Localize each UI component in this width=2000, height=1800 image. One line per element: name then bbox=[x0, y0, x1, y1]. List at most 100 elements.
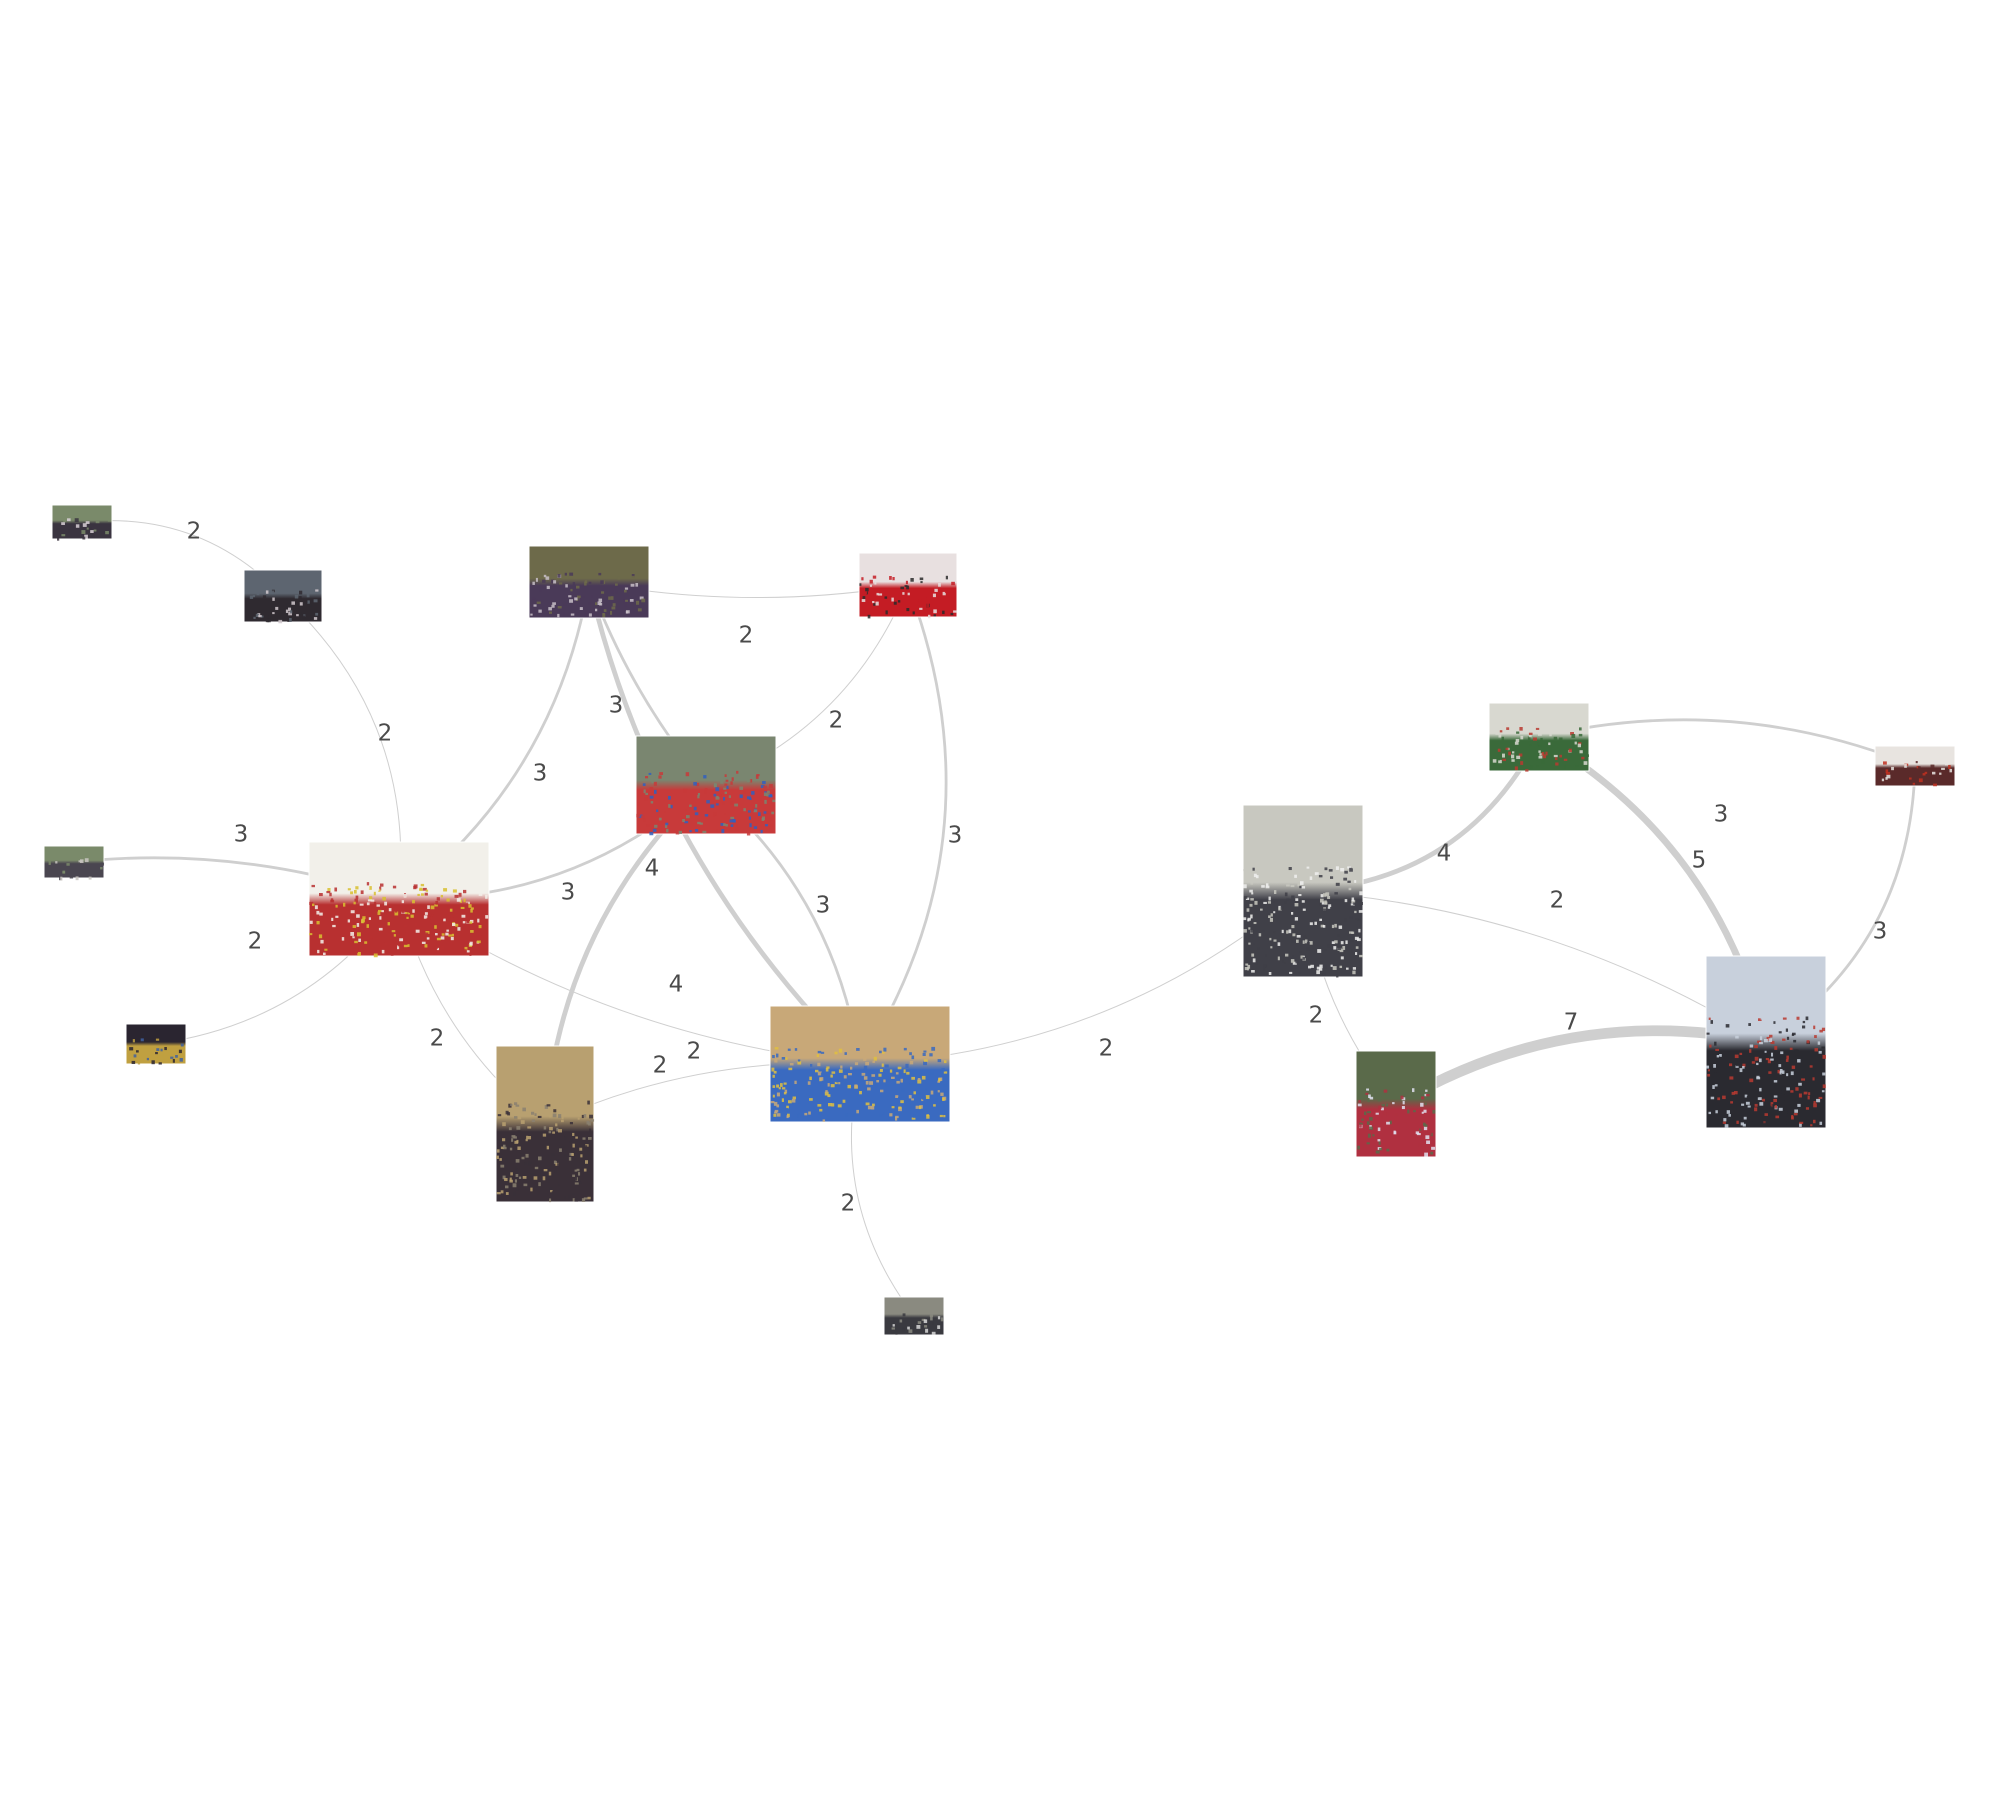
crowd-texture bbox=[557, 606, 562, 609]
crowd-texture bbox=[1352, 970, 1356, 975]
crowd-texture bbox=[1736, 1072, 1740, 1076]
crowd-texture bbox=[82, 523, 87, 527]
photo-rally-banners[interactable] bbox=[1874, 745, 1956, 787]
crowd-texture bbox=[1243, 896, 1248, 899]
crowd-texture bbox=[889, 1069, 893, 1073]
photo-street-crowd-hit-area[interactable] bbox=[884, 1297, 944, 1335]
photo-iraqi-children-banner[interactable] bbox=[308, 841, 490, 958]
crowd-texture bbox=[329, 892, 332, 897]
photo-crowd-flags-hit-area[interactable] bbox=[1356, 1051, 1436, 1157]
photo-protester-placard[interactable] bbox=[1488, 702, 1590, 772]
photo-rally-banners-hit-area[interactable] bbox=[1875, 746, 1955, 786]
photo-crowd-aerial-small-hit-area[interactable] bbox=[52, 505, 112, 539]
crowd-texture bbox=[419, 887, 423, 891]
crowd-texture bbox=[397, 945, 400, 950]
crowd-texture bbox=[529, 576, 533, 580]
crowd-texture bbox=[1932, 771, 1936, 775]
crowd-texture bbox=[1364, 1111, 1367, 1116]
crowd-texture bbox=[92, 534, 95, 538]
photo-crowd-dense-hit-area[interactable] bbox=[244, 570, 322, 622]
photo-tree-lined-march-hit-area[interactable] bbox=[1243, 805, 1363, 977]
crowd-texture bbox=[585, 1145, 588, 1148]
crowd-texture bbox=[89, 526, 93, 531]
crowd-texture bbox=[499, 1158, 502, 1161]
photo-crowd-plaza-hit-area[interactable] bbox=[529, 546, 649, 618]
crowd-texture bbox=[509, 1179, 513, 1183]
photo-city-hall-rally[interactable] bbox=[1705, 955, 1827, 1129]
crowd-texture bbox=[1259, 900, 1262, 903]
crowd-texture bbox=[834, 1051, 838, 1055]
photo-iraqi-children-banner-hit-area[interactable] bbox=[309, 842, 489, 956]
crowd-texture bbox=[770, 1101, 775, 1104]
crowd-texture bbox=[1268, 896, 1271, 901]
crowd-texture bbox=[535, 577, 538, 582]
crowd-texture bbox=[571, 1153, 574, 1156]
crowd-texture bbox=[1757, 1040, 1762, 1044]
photo-tree-lined-march[interactable] bbox=[1242, 804, 1364, 978]
crowd-texture bbox=[921, 1318, 926, 1321]
crowd-texture bbox=[875, 601, 879, 606]
crowd-texture bbox=[424, 892, 428, 896]
crowd-texture bbox=[427, 905, 430, 909]
crowd-texture bbox=[468, 904, 472, 908]
crowd-texture bbox=[1807, 1078, 1811, 1081]
photo-brandenburg-gate-hit-area[interactable] bbox=[636, 736, 776, 834]
crowd-texture bbox=[450, 936, 454, 941]
photo-colosseum-rally-hit-area[interactable] bbox=[770, 1006, 950, 1122]
photo-crowd-aerial-small[interactable] bbox=[51, 504, 113, 541]
crowd-texture bbox=[867, 1105, 872, 1110]
crowd-texture bbox=[313, 617, 318, 620]
photo-crowd-plaza[interactable] bbox=[528, 545, 650, 619]
crowd-texture bbox=[547, 1142, 550, 1146]
photo-crowd-square-hit-area[interactable] bbox=[44, 846, 104, 878]
crowd-texture bbox=[375, 937, 378, 940]
photo-crowd-square[interactable] bbox=[43, 845, 105, 881]
crowd-texture bbox=[1726, 1097, 1729, 1101]
crowd-texture bbox=[598, 572, 602, 576]
crowd-texture bbox=[891, 1106, 895, 1109]
crowd-texture bbox=[518, 1176, 522, 1179]
photo-street-crowd[interactable] bbox=[883, 1296, 945, 1336]
crowd-texture bbox=[1300, 881, 1304, 885]
photo-brandenburg-gate[interactable] bbox=[635, 735, 777, 836]
photo-big-ben-march-hit-area[interactable] bbox=[496, 1046, 594, 1202]
photo-crowd-dense[interactable] bbox=[243, 569, 323, 624]
crowd-texture bbox=[1258, 935, 1263, 939]
crowd-texture bbox=[466, 919, 469, 923]
crowd-texture bbox=[828, 1103, 832, 1107]
photo-night-crowd[interactable] bbox=[125, 1023, 187, 1065]
crowd-texture bbox=[638, 814, 643, 818]
crowd-texture bbox=[1416, 1133, 1421, 1136]
crowd-texture bbox=[631, 575, 635, 579]
crowd-texture bbox=[1939, 772, 1942, 775]
crowd-texture bbox=[656, 809, 659, 813]
crowd-texture bbox=[1798, 1093, 1802, 1098]
crowd-texture bbox=[508, 1103, 512, 1108]
crowd-texture bbox=[496, 1149, 500, 1153]
crowd-texture bbox=[581, 595, 586, 599]
crowd-texture bbox=[1905, 774, 1909, 778]
crowd-texture bbox=[1756, 1093, 1759, 1098]
crowd-texture bbox=[848, 1049, 852, 1052]
crowd-texture bbox=[440, 895, 444, 898]
crowd-texture bbox=[1316, 970, 1320, 975]
photo-colosseum-rally[interactable] bbox=[769, 1005, 951, 1123]
photo-protest-signs-hit-area[interactable] bbox=[859, 553, 957, 617]
crowd-texture bbox=[569, 1122, 573, 1125]
crowd-texture bbox=[1280, 906, 1285, 910]
crowd-texture bbox=[1912, 782, 1916, 785]
photo-protester-placard-hit-area[interactable] bbox=[1489, 703, 1589, 771]
crowd-texture bbox=[747, 796, 751, 800]
photo-protest-signs[interactable] bbox=[858, 552, 958, 619]
crowd-texture bbox=[343, 902, 346, 907]
crowd-texture bbox=[1360, 902, 1364, 906]
photo-crowd-flags[interactable] bbox=[1355, 1050, 1437, 1158]
photo-night-crowd-hit-area[interactable] bbox=[126, 1024, 186, 1064]
crowd-texture bbox=[695, 829, 699, 832]
photo-city-hall-rally-hit-area[interactable] bbox=[1706, 956, 1826, 1128]
photo-big-ben-march[interactable] bbox=[495, 1045, 595, 1203]
crowd-texture bbox=[1506, 727, 1510, 730]
crowd-texture bbox=[1795, 1087, 1799, 1091]
crowd-texture bbox=[574, 1198, 579, 1202]
crowd-texture bbox=[514, 1102, 518, 1106]
